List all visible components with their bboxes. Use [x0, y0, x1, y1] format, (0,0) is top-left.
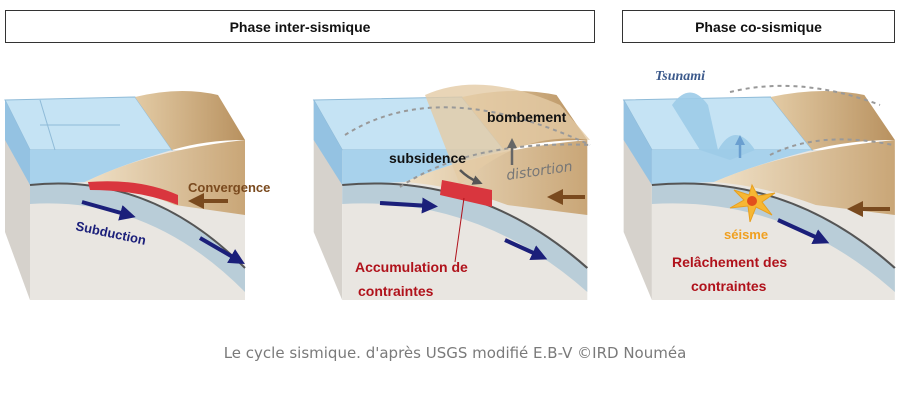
subduction-arrow-icon	[777, 218, 830, 244]
subduction-arrow-icon	[81, 200, 136, 221]
crust-block	[4, 89, 246, 301]
tsunami-wave	[672, 92, 755, 160]
convergence-label: Convergence	[188, 180, 270, 195]
bombement-label: bombement	[487, 109, 567, 125]
phase-inter-sismique-title: Phase inter-sismique	[5, 10, 595, 43]
subduction-arrow-icon	[504, 238, 548, 260]
stress-zone	[440, 180, 492, 207]
phase-co-sismique-title: Phase co-sismique	[622, 10, 895, 43]
subsidence-arrow-icon	[459, 169, 483, 185]
initial-surface-dashed	[399, 143, 591, 188]
subduction-arrow-icon	[198, 236, 245, 265]
subduction-arrow-icon	[379, 197, 438, 214]
block-inter-sismique-2: bombement subsidence distortion Accumula…	[312, 84, 591, 302]
block-inter-sismique-1: Convergence Subduction	[4, 89, 270, 301]
initial-surface-dashed	[769, 138, 894, 156]
relachement-label-line1: Relâchement des	[672, 254, 787, 270]
relachement-label-line2: contraintes	[691, 278, 767, 294]
seisme-label: séisme	[724, 227, 768, 242]
hypocenter	[747, 196, 757, 206]
tsunami-label: Tsunami	[655, 69, 705, 84]
leader-line	[454, 197, 465, 263]
figure-caption: Le cycle sismique. d'après USGS modifié …	[223, 344, 687, 362]
bulge	[425, 84, 590, 185]
stress-zone	[88, 181, 178, 205]
accumulation-label-line2: contraintes	[358, 283, 434, 299]
block-co-sismique: Tsunami séisme Relâchement des contraint…	[622, 69, 896, 302]
initial-surface-dashed	[344, 106, 591, 146]
initial-surface-dashed	[729, 84, 881, 106]
water-grid-lines	[39, 99, 120, 151]
subsidence-label: subsidence	[389, 150, 466, 166]
accumulation-label-line1: Accumulation de	[355, 259, 468, 275]
